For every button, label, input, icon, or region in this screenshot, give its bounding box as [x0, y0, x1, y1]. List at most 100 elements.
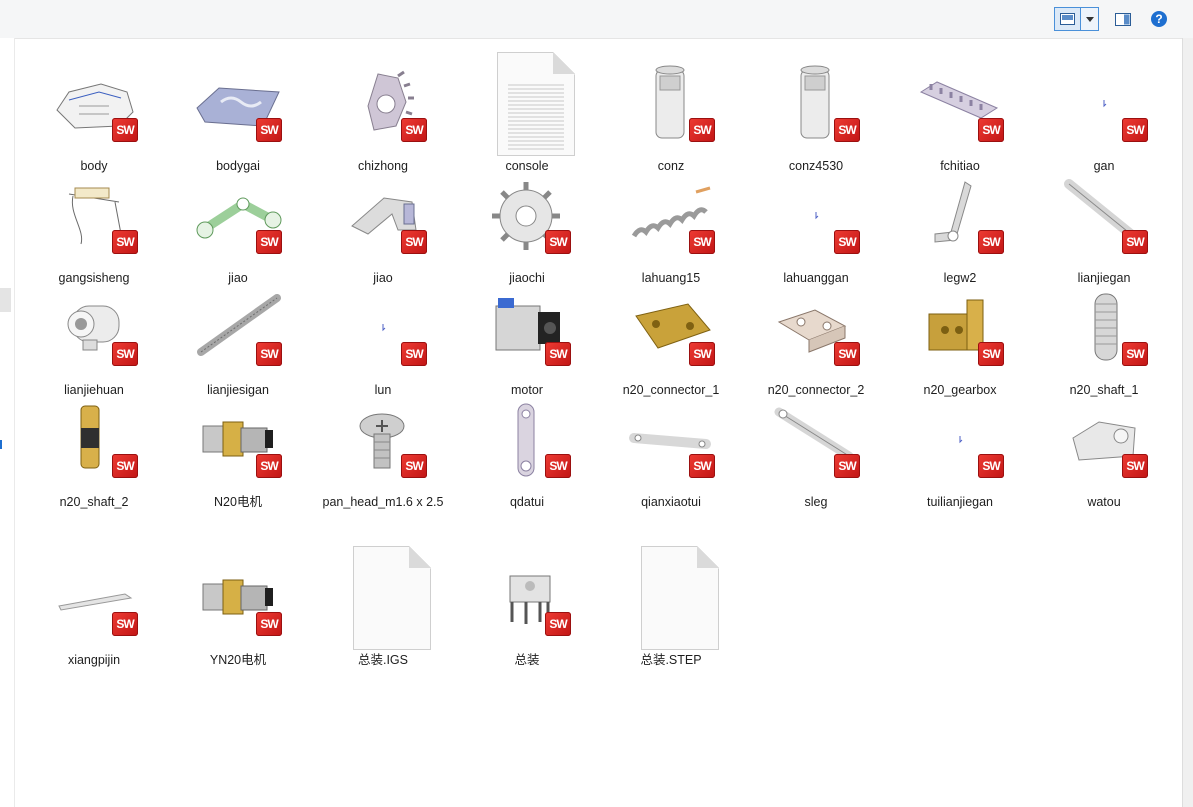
navigation-pane-edge[interactable] [0, 38, 15, 807]
solidworks-badge-icon: SW [978, 454, 1004, 478]
file-name-label: jiao [373, 271, 393, 285]
file-item[interactable]: SW sleg [744, 384, 884, 534]
file-item[interactable]: SW lianjiehuan [22, 272, 162, 422]
file-name-label: lianjiehuan [64, 383, 124, 397]
file-name-label: watou [1087, 495, 1121, 509]
change-view-button[interactable] [1054, 7, 1081, 31]
file-name-label: gangsisheng [58, 271, 130, 285]
ring-coupler-icon [42, 272, 146, 380]
file-item[interactable]: 总装.STEP [599, 542, 739, 692]
solidworks-badge-icon: SW [1122, 118, 1148, 142]
rubber-strip-icon [42, 542, 146, 650]
angle-bracket-icon [764, 272, 868, 380]
solidworks-badge-icon: SW [978, 342, 1004, 366]
solidworks-badge-icon: SW [401, 230, 427, 254]
view-options-dropdown[interactable] [1080, 7, 1099, 31]
preview-pane-icon [1115, 12, 1131, 26]
file-name-label: 总装.IGS [357, 653, 408, 667]
solidworks-badge-icon: SW [1122, 342, 1148, 366]
solidworks-badge-icon: SW [545, 342, 571, 366]
knurled-shaft-icon [1052, 272, 1156, 380]
solidworks-badge-icon: SW [545, 454, 571, 478]
page-fold-icon [697, 546, 719, 568]
solidworks-badge-icon: SW [401, 118, 427, 142]
pan-head-screw-icon [331, 384, 435, 492]
blank-document-icon [353, 546, 431, 650]
car-body-shell-icon [42, 48, 146, 156]
solidworks-badge-icon: SW [401, 342, 427, 366]
file-name-label: conz [657, 159, 685, 173]
file-item[interactable]: console [455, 48, 595, 198]
solidworks-badge-icon: SW [112, 342, 138, 366]
file-name-label: gan [1093, 159, 1115, 173]
file-item[interactable]: SW gan [1032, 48, 1172, 198]
solidworks-badge-icon: SW [689, 230, 715, 254]
file-item[interactable]: SW lun [311, 272, 451, 422]
tension-spring-icon [619, 160, 723, 268]
file-item[interactable]: SW jiaochi [455, 160, 595, 310]
file-item[interactable]: SW jiao [311, 160, 451, 310]
file-name-label: bodygai [216, 159, 260, 173]
file-item[interactable]: SW n20_gearbox [888, 272, 1028, 422]
solidworks-badge-icon: SW [256, 118, 282, 142]
d-shaft-icon [42, 384, 146, 492]
solidworks-badge-icon: SW [689, 342, 715, 366]
solidworks-badge-icon: SW [834, 454, 860, 478]
help-button[interactable]: ? [1148, 7, 1170, 31]
file-name-label: jiao [228, 271, 248, 285]
brass-plate-icon [619, 272, 723, 380]
empty-part-icon [764, 160, 868, 268]
solidworks-badge-icon: SW [689, 118, 715, 142]
file-name-label: 总装.STEP [640, 653, 702, 667]
file-name-label: jiaochi [509, 271, 545, 285]
file-name-label: n20_gearbox [923, 383, 997, 397]
file-name-label: sleg [804, 495, 828, 509]
wire-rope-icon [42, 160, 146, 268]
solidworks-badge-icon: SW [256, 612, 282, 636]
file-name-label: lun [374, 383, 392, 397]
gear-rack-icon [908, 48, 1012, 156]
solidworks-badge-icon: SW [834, 230, 860, 254]
file-item[interactable]: 总装.IGS [311, 542, 451, 692]
solidworks-badge-icon: SW [545, 230, 571, 254]
file-item[interactable]: SW conz [599, 48, 739, 198]
vertical-scrollbar[interactable] [1182, 38, 1193, 807]
solidworks-badge-icon: SW [1122, 230, 1148, 254]
solidworks-badge-icon: SW [112, 118, 138, 142]
body-cover-plate-icon [186, 48, 290, 156]
help-icon: ? [1151, 11, 1167, 27]
file-name-label: lianjiegan [1077, 271, 1131, 285]
n20-motor-icon [186, 542, 290, 650]
empty-part-icon [1052, 48, 1156, 156]
file-item[interactable]: SW lianjiegan [1032, 160, 1172, 310]
solidworks-badge-icon: SW [112, 454, 138, 478]
solidworks-badge-icon: SW [978, 230, 1004, 254]
file-item[interactable]: SW bodygai [166, 48, 306, 198]
motor-box-icon [475, 272, 579, 380]
preview-pane-button[interactable] [1112, 7, 1134, 31]
